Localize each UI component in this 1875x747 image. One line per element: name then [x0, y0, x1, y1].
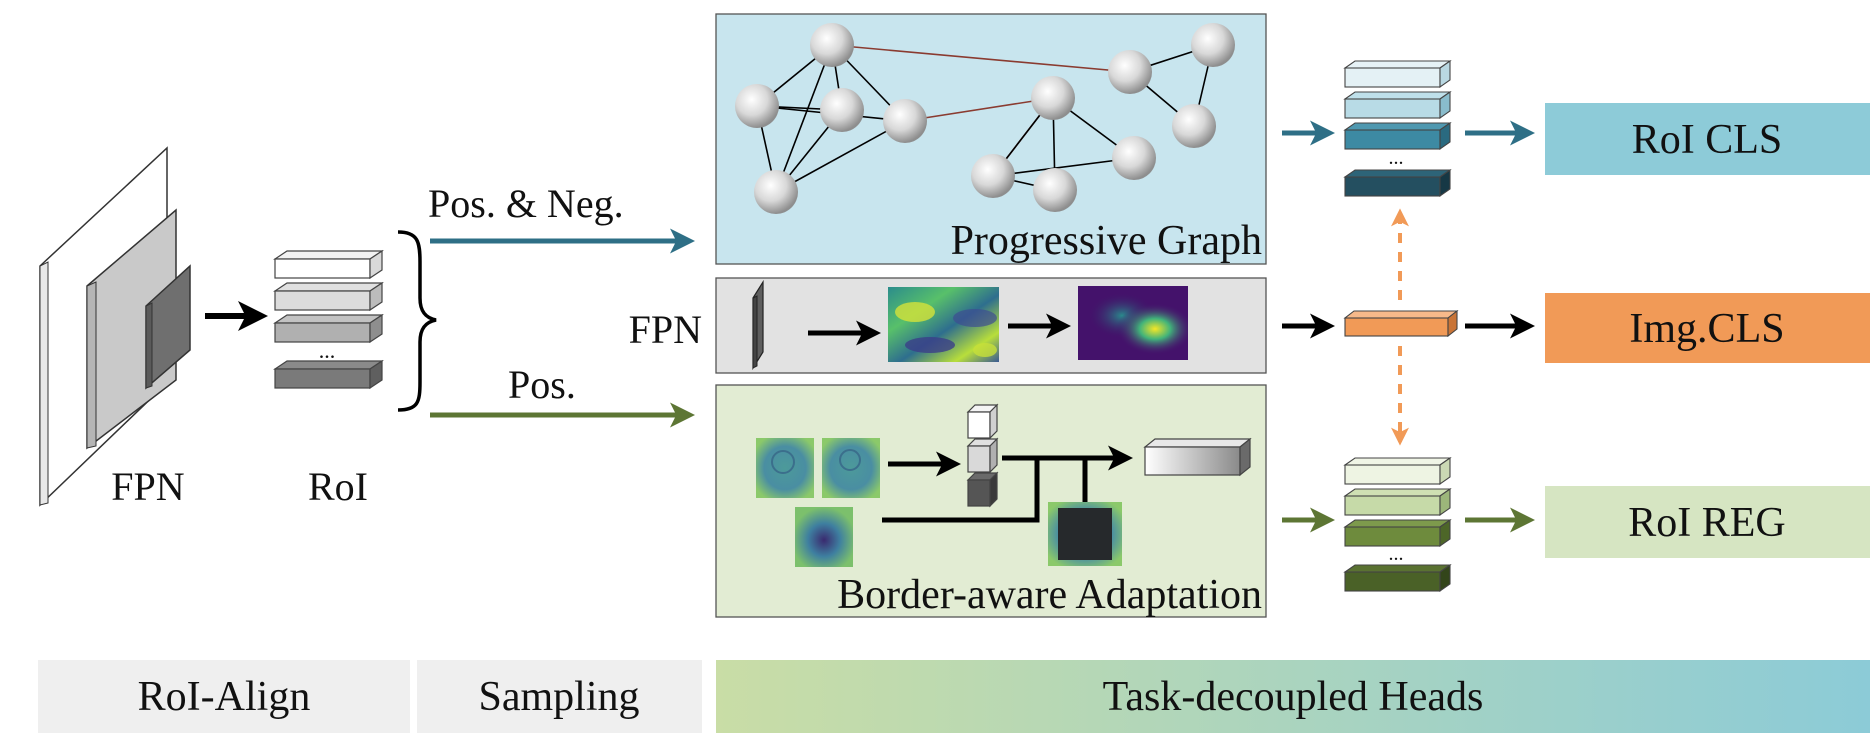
roi-cls-box — [1545, 103, 1870, 175]
cuboid-icon — [1343, 563, 1452, 593]
cuboid-icon — [966, 471, 999, 508]
cuboid-icon — [1343, 456, 1452, 486]
graph-node-icon — [820, 88, 864, 132]
roi-cls-label: RoI CLS — [1632, 117, 1783, 163]
small-cuboid-stack — [966, 403, 999, 508]
cls-ellipsis: ... — [1389, 147, 1404, 169]
roi-stack — [273, 249, 384, 390]
stage-task-heads-label: Task-decoupled Heads — [1103, 674, 1484, 720]
cuboid-icon — [966, 437, 999, 474]
border-aware-title: Border-aware Adaptation — [837, 572, 1262, 618]
heatmap-icon — [795, 507, 853, 567]
heatmap-icon — [888, 287, 999, 362]
stage-roi-align-label: RoI-Align — [138, 674, 311, 720]
progressive-graph-panel — [715, 13, 1267, 265]
graph-node-icon — [735, 84, 779, 128]
graph-nodes — [735, 23, 1235, 214]
graph-node-icon — [754, 170, 798, 214]
stage-sampling-label: Sampling — [478, 674, 639, 720]
border-feature-connector — [882, 458, 1040, 523]
heatmap-icon — [822, 438, 880, 498]
reg-feature-stack — [1343, 456, 1452, 593]
cuboid-icon — [273, 249, 384, 280]
fpn-label: FPN — [111, 464, 184, 509]
cls-feature-stack — [1343, 59, 1452, 198]
cuboid-icon — [273, 313, 384, 344]
pos-neg-label: Pos. & Neg. — [428, 181, 624, 226]
feature-map-icon — [752, 279, 764, 371]
stage-sampling — [417, 660, 702, 733]
fpn-branch-label: FPN — [629, 307, 702, 352]
cuboid-icon — [273, 281, 384, 312]
stage-task-heads — [716, 660, 1870, 733]
fused-feature-bar — [1143, 437, 1252, 477]
cuboid-icon — [1343, 168, 1452, 198]
graph-node-icon — [1031, 76, 1075, 120]
heatmap-icon — [1078, 286, 1188, 360]
pos-label: Pos. — [508, 362, 576, 407]
stage-roi-align — [38, 660, 410, 733]
fpn-stack — [39, 146, 191, 507]
sampling-brace — [397, 230, 437, 412]
roi-ellipsis: ... — [319, 338, 336, 363]
graph-node-icon — [1191, 23, 1235, 67]
cuboid-icon — [1343, 121, 1452, 151]
cuboid-icon — [1343, 90, 1452, 120]
roi-label: RoI — [308, 464, 368, 509]
graph-node-icon — [1108, 50, 1152, 94]
graph-node-icon — [971, 154, 1015, 198]
img-feature-bar — [1343, 309, 1459, 338]
cuboid-icon — [1343, 59, 1452, 89]
progressive-graph-title: Progressive Graph — [951, 218, 1262, 264]
roi-reg-label: RoI REG — [1628, 500, 1786, 546]
cuboid-icon — [1343, 487, 1452, 517]
cuboid-icon — [1343, 518, 1452, 548]
graph-node-icon — [1172, 104, 1216, 148]
heatmap-icon — [756, 438, 814, 498]
cuboid-icon — [966, 403, 999, 440]
roi-reg-box — [1545, 486, 1870, 558]
heatmap-icon — [1048, 502, 1122, 566]
img-cls-label: Img.CLS — [1629, 306, 1784, 352]
graph-node-icon — [1033, 168, 1077, 212]
graph-node-icon — [883, 99, 927, 143]
cuboid-icon — [273, 359, 384, 390]
img-cls-box — [1545, 293, 1870, 363]
graph-node-icon — [1112, 136, 1156, 180]
graph-node-icon — [810, 23, 854, 67]
reg-ellipsis: ... — [1389, 543, 1404, 565]
